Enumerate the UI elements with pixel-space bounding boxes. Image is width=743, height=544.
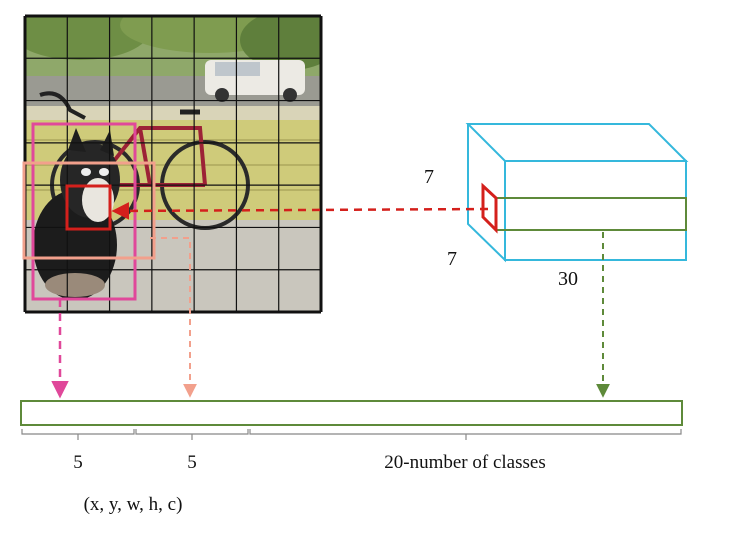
cell-mapping-arrow [111, 202, 489, 220]
grid-overlay [23, 14, 323, 314]
cube-width-label: 30 [558, 268, 578, 290]
cube-height-label: 7 [424, 166, 434, 188]
dog [33, 128, 120, 300]
bbox-salmon [22, 161, 156, 260]
cube-red-cell [481, 182, 498, 234]
cube-depth-label: 7 [447, 248, 457, 270]
output-tensor-cube [465, 123, 689, 263]
car [205, 60, 305, 102]
cube-cell-slice [495, 197, 687, 231]
output-vector-bar [20, 400, 683, 426]
bbox2-arrow [150, 237, 197, 398]
segment-label-3: 20-number of classes [384, 452, 545, 473]
segment-label-2: 5 [187, 452, 197, 473]
photo [25, 16, 321, 312]
segment-braces [21, 429, 682, 440]
responsible-cell [65, 184, 112, 231]
segment-label-1: 5 [73, 452, 83, 473]
tuple-label: (x, y, w, h, c) [84, 494, 183, 515]
